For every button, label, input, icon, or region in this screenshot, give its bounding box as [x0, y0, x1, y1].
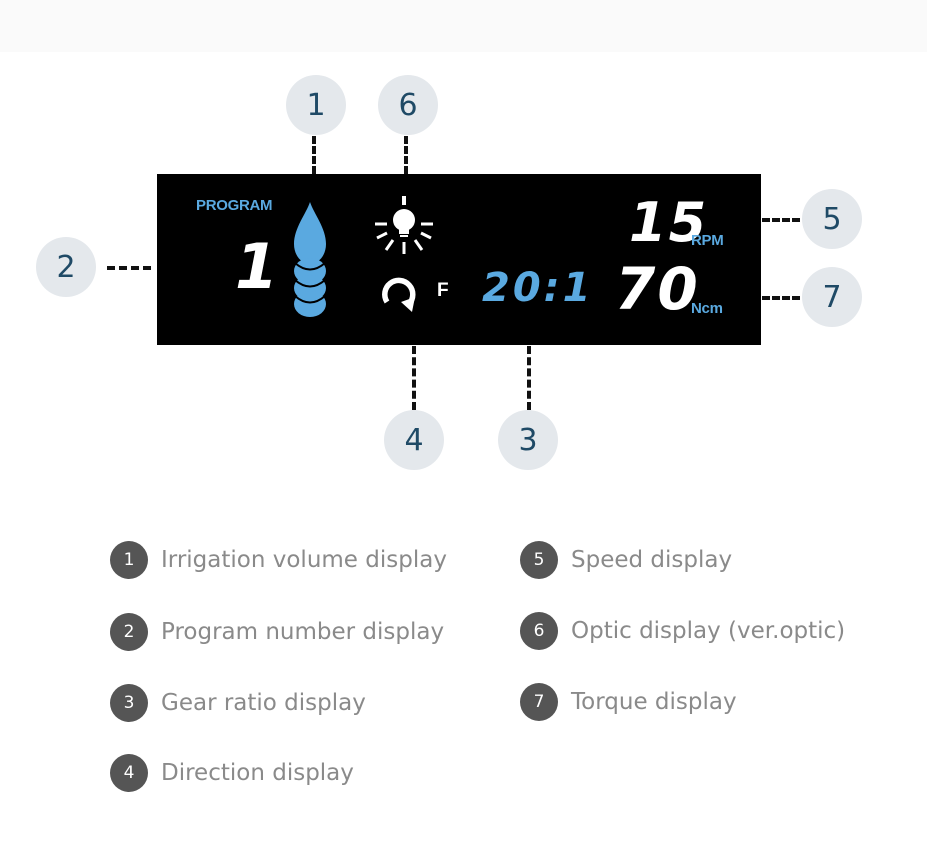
legend-text: Gear ratio display [161, 690, 366, 716]
legend-number: 2 [110, 613, 148, 651]
legend-text: Torque display [571, 689, 737, 715]
top-band [0, 0, 927, 52]
leader-line-3 [527, 346, 531, 410]
legend-number: 4 [110, 754, 148, 792]
callout-3: 3 [498, 410, 558, 470]
leader-line-2 [107, 266, 151, 270]
gear-ratio-value: 20:1 [482, 265, 594, 311]
legend-number: 3 [110, 684, 148, 722]
legend-number: 6 [520, 612, 558, 650]
torque-value: 70 [615, 255, 700, 323]
legend-item-6: 6 Optic display (ver.optic) [520, 611, 845, 651]
legend-number: 1 [110, 541, 148, 579]
legend-item-2: 2 Program number display [110, 612, 444, 652]
direction-letter: F [437, 280, 449, 301]
callout-7: 7 [802, 267, 862, 327]
callout-4: 4 [384, 410, 444, 470]
leader-line-4 [412, 346, 416, 410]
leader-line-7 [762, 296, 800, 300]
legend-item-3: 3 Gear ratio display [110, 683, 366, 723]
legend-text: Program number display [161, 619, 445, 645]
legend-item-7: 7 Torque display [520, 682, 737, 722]
legend-number: 7 [520, 683, 558, 721]
legend-number: 5 [520, 541, 558, 579]
callout-5: 5 [802, 189, 862, 249]
legend-text: Direction display [161, 760, 354, 786]
leader-line-1 [312, 136, 316, 174]
program-label: PROGRAM [196, 197, 273, 214]
lcd-panel: PROGRAM 1 F 20:1 15 RPM 70 Ncm [157, 174, 761, 345]
program-number: 1 [235, 230, 279, 303]
callout-1: 1 [286, 75, 346, 135]
legend-text: Irrigation volume display [161, 547, 447, 573]
speed-unit: RPM [691, 232, 724, 249]
light-bulb-icon [375, 196, 433, 254]
water-drop-icon [294, 202, 326, 317]
legend-text: Speed display [571, 547, 733, 573]
legend-text: Optic display (ver.optic) [571, 618, 846, 644]
legend-item-4: 4 Direction display [110, 753, 354, 793]
torque-unit: Ncm [691, 300, 723, 317]
legend-item-1: 1 Irrigation volume display [110, 540, 447, 580]
rotation-direction-icon [382, 277, 416, 312]
speed-value: 15 [629, 191, 709, 254]
leader-line-5 [762, 218, 800, 222]
callout-6: 6 [378, 75, 438, 135]
leader-line-6 [404, 136, 408, 174]
legend-item-5: 5 Speed display [520, 540, 732, 580]
callout-2: 2 [36, 237, 96, 297]
